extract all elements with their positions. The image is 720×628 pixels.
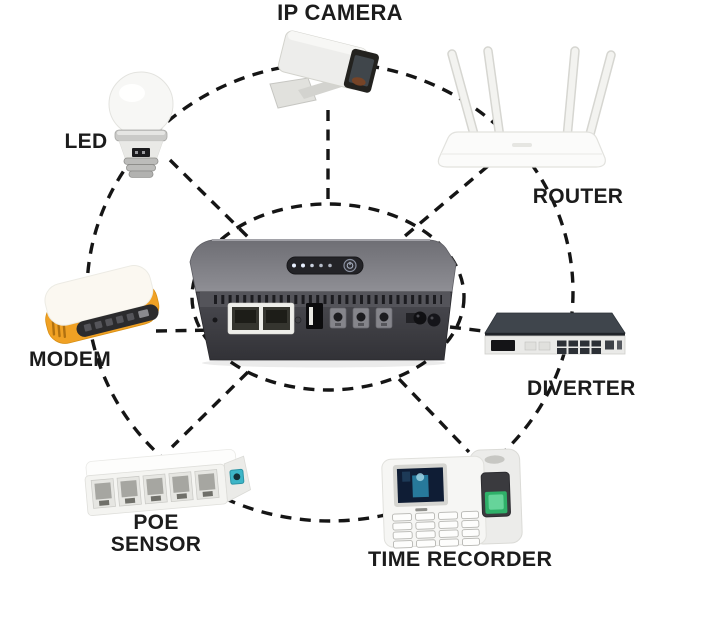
bulb-screw-base — [123, 157, 159, 165]
router-label: ROUTER — [532, 185, 624, 208]
modem-image — [44, 265, 160, 344]
diverter-top — [484, 312, 626, 334]
ip-camera-image — [269, 30, 379, 109]
connector-modem — [155, 328, 219, 333]
usb-port — [306, 303, 323, 329]
power-plugs — [406, 311, 441, 327]
modem-label: MODEM — [29, 348, 111, 371]
connector-time-recorder — [397, 377, 471, 454]
time-recorder-label: TIME RECORDER — [368, 547, 553, 571]
ip-camera-label: IP CAMERA — [277, 0, 403, 25]
poe-sensor-figure — [76, 443, 254, 526]
modem-figure — [38, 260, 172, 365]
power-button-icon — [343, 258, 357, 273]
diverter-figure — [479, 310, 629, 367]
time-recorder-figure — [379, 448, 529, 557]
time-recorder-keypad — [392, 510, 480, 549]
connector-poe-sensor — [170, 370, 250, 449]
time-recorder-image — [381, 448, 523, 549]
poe-sensor-label: POE SENSOR — [110, 511, 202, 557]
led-bulb-image — [108, 71, 174, 178]
led-indicators — [292, 263, 332, 268]
poe-sensor-image — [84, 448, 252, 516]
diverter-image — [484, 312, 626, 355]
router-body — [437, 131, 606, 168]
diverter-front — [484, 335, 626, 355]
bulb-glass — [108, 71, 174, 137]
diverter-label: DIVERTER — [527, 377, 636, 400]
mini-ups-figure — [184, 230, 470, 377]
inner-ring — [190, 202, 466, 392]
router-antennas — [447, 46, 616, 143]
mini-ups-image — [189, 239, 457, 368]
led-bulb-figure — [102, 68, 180, 185]
ups-control-panel — [286, 256, 364, 275]
ip-camera-figure — [264, 26, 394, 127]
diverter-ports — [557, 340, 601, 354]
router-figure — [428, 46, 618, 187]
router-image — [437, 46, 616, 168]
dc-ports — [329, 307, 393, 329]
led-label: LED — [64, 130, 108, 153]
camera-bracket — [269, 77, 317, 109]
poe-ethernet-ports — [90, 469, 220, 509]
